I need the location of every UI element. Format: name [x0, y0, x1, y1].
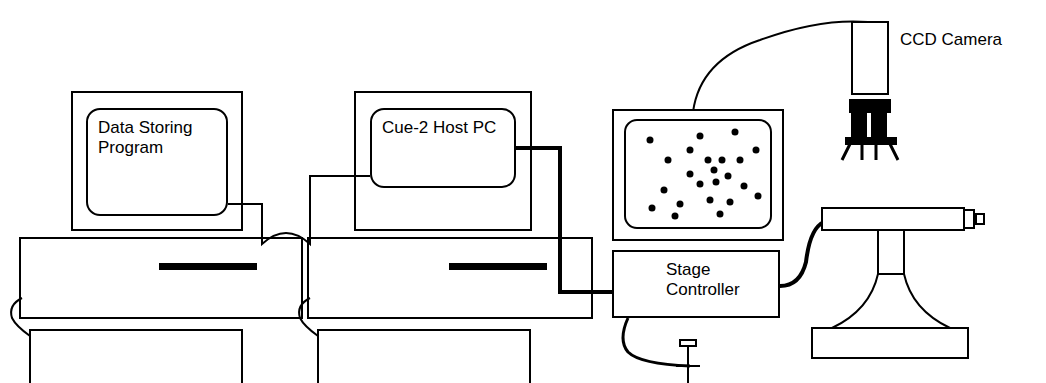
particle-dot	[649, 205, 656, 212]
particle-dot	[697, 133, 704, 140]
cable-line	[516, 148, 612, 292]
particle-dot	[732, 129, 739, 136]
joystick	[623, 318, 700, 383]
cable-connector	[228, 176, 370, 244]
particle-dot	[719, 157, 726, 164]
stage-foot	[832, 274, 950, 328]
particle-dot	[713, 179, 720, 186]
stage-base	[812, 328, 968, 358]
particle-dot	[707, 197, 714, 204]
particle-dot	[687, 171, 694, 178]
system-unit	[20, 238, 302, 318]
microscope	[780, 22, 984, 358]
monitor-screen: Data Storing Program	[86, 108, 228, 216]
cable-line	[228, 176, 370, 244]
drive-slot	[450, 264, 546, 269]
particle-dot	[672, 213, 679, 220]
particle-dot	[727, 199, 734, 206]
keyboard-cable	[299, 298, 318, 336]
node-text: Stage Controller	[666, 260, 768, 300]
turret	[846, 138, 896, 144]
objective	[852, 112, 866, 138]
node-text: Data Storing Program	[98, 118, 216, 158]
monitor	[355, 92, 531, 230]
keyboard-cable	[11, 298, 30, 336]
stage-cable	[780, 222, 824, 286]
monitor-screen: Cue-2 Host PC	[370, 108, 516, 188]
particle-dot	[705, 157, 712, 164]
system-unit	[308, 238, 592, 318]
particle-dot	[697, 181, 704, 188]
particle-dot	[753, 147, 760, 154]
camera-cable	[693, 21, 868, 112]
particle-dot	[677, 201, 684, 208]
drive-slot	[160, 264, 256, 269]
knob	[976, 214, 984, 224]
joystick-stem	[676, 346, 700, 383]
computer-left	[11, 92, 302, 383]
particle-dot	[665, 157, 672, 164]
particle-dot	[755, 193, 762, 200]
keyboard	[30, 330, 242, 383]
computer-right	[299, 92, 592, 383]
particle-dot	[647, 137, 654, 144]
keyboard	[318, 330, 530, 383]
particle-dot	[717, 211, 724, 218]
particle-dot	[687, 147, 694, 154]
cable-connector	[516, 148, 612, 292]
node-text: Cue-2 Host PC	[382, 118, 504, 138]
ccd-camera	[852, 22, 888, 94]
particle-image	[647, 129, 762, 220]
particle-dot	[737, 157, 744, 164]
particle-dot	[661, 187, 668, 194]
particle-dot	[741, 183, 748, 190]
stage-post	[878, 230, 904, 274]
part-label: CCD Camera	[900, 30, 1002, 50]
knob	[964, 210, 974, 228]
screen	[625, 120, 771, 228]
objectives	[842, 144, 898, 160]
objective	[872, 112, 886, 138]
joystick-handle	[680, 340, 696, 346]
particle-dot	[711, 167, 718, 174]
monitor	[613, 110, 783, 240]
monitor	[72, 92, 242, 230]
stage-arm	[822, 208, 964, 230]
particle-dot	[725, 173, 732, 180]
controller-box: Stage Controller	[612, 250, 780, 318]
lens-mount	[850, 100, 890, 112]
